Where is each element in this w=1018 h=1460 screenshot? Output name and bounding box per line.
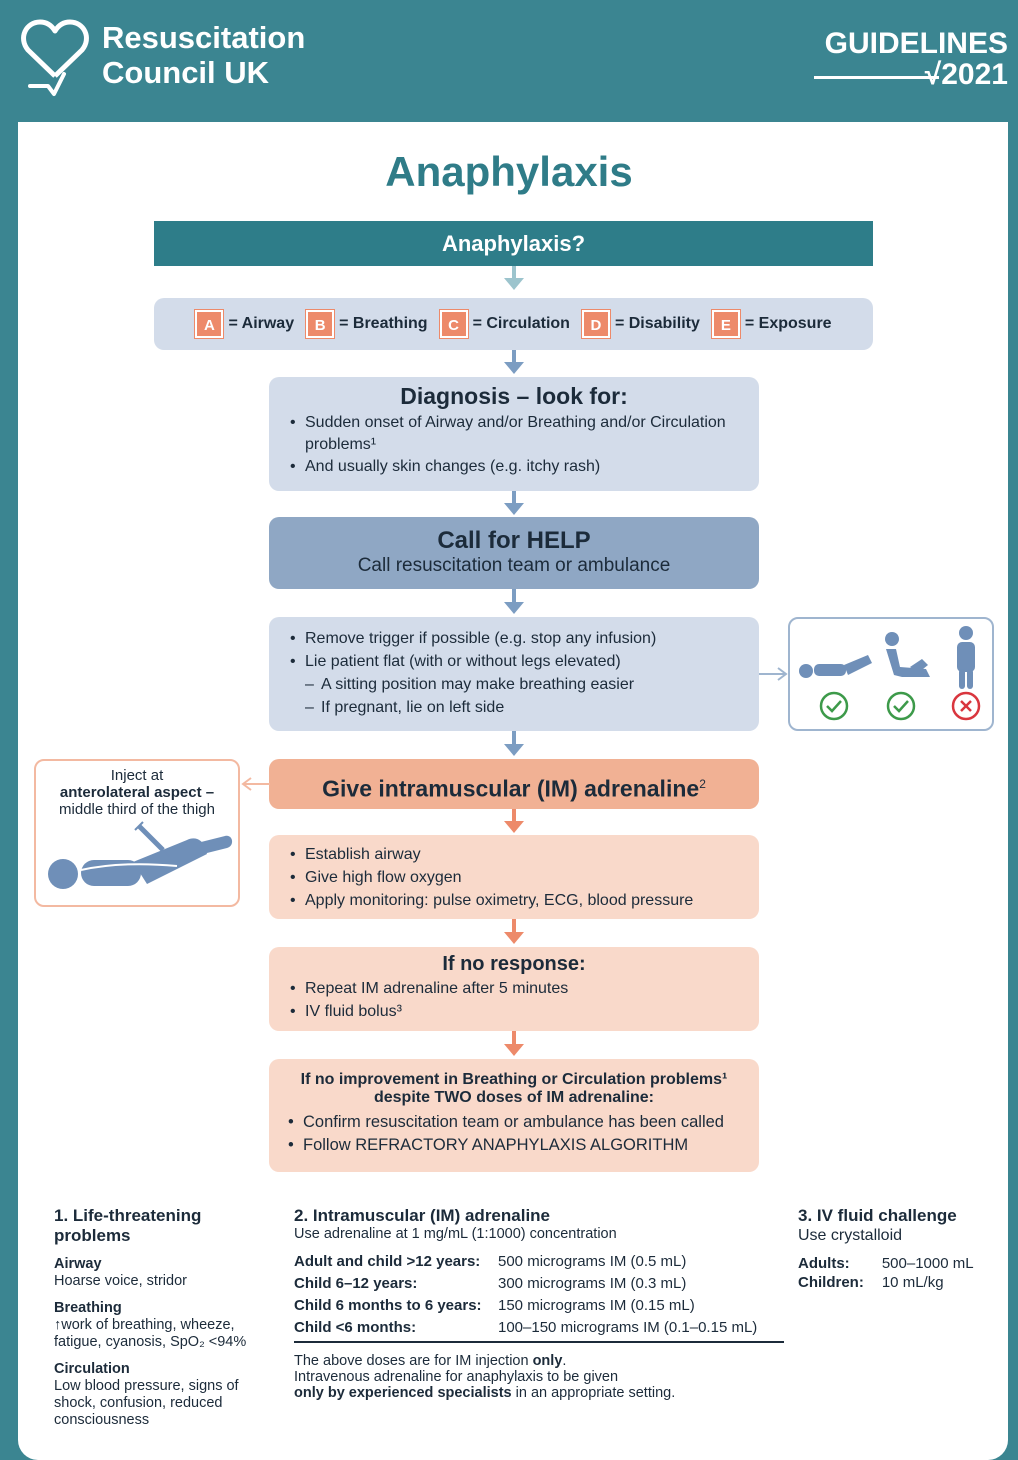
patient-positions-illustration: [799, 626, 981, 721]
circulation-label: Circulation: [54, 1361, 130, 1377]
flow-arrow: [504, 350, 524, 376]
footnote2-subheading: Use adrenaline at 1 mg/mL (1:1000) conce…: [294, 1226, 617, 1242]
adrenaline-heading: Give intramuscular (IM) adrenaline: [322, 775, 700, 802]
footnote-life-threatening: 1. Life-threatening problems Airway Hoar…: [54, 1206, 274, 1429]
no-improvement-heading: If no improvement in Breathing or Circul…: [300, 1071, 728, 1106]
heart-check-icon: [21, 19, 89, 96]
footnote1-heading: 1. Life-threatening problems: [54, 1206, 202, 1245]
call-help-text: Call resuscitation team or ambulance: [357, 555, 671, 576]
flow-arrow: [504, 589, 524, 616]
footnote3-subheading: Use crystalloid: [798, 1227, 903, 1244]
table-row: Child 6–12 years:300 micrograms IM (0.3 …: [294, 1275, 687, 1292]
flow-arrow: [504, 1031, 524, 1058]
inject-line1: Inject at: [110, 767, 164, 784]
establish-box: Establish airway Give high flow oxygen A…: [269, 835, 759, 919]
diagnosis-item: Sudden onset of Airway and/or Breathing …: [279, 412, 749, 456]
header: Resuscitation Council UK GUIDELINES √202…: [0, 0, 1018, 122]
inject-line2: anterolateral aspect –: [59, 784, 215, 801]
patient-positions-box: [788, 617, 994, 731]
check-tick-icon: √: [924, 58, 942, 91]
guidelines-underline: [814, 76, 939, 79]
table-row: Adult and child >12 years:500 micrograms…: [294, 1253, 687, 1270]
table-row: Adults:500–1000 mL: [798, 1255, 974, 1272]
abcde-item-a: A= Airway: [195, 310, 294, 338]
org-name-line2: Council UK: [102, 55, 270, 90]
abcde-item-c: C= Circulation: [439, 310, 570, 338]
thigh-injection-illustration: [48, 821, 233, 889]
flow-arrow: [504, 809, 524, 835]
flow-arrow: [504, 731, 524, 758]
iv-fluid-table: Adults:500–1000 mL Children:10 mL/kg: [798, 1254, 992, 1292]
dose-notes: The above doses are for IM injection onl…: [294, 1353, 676, 1401]
org-name: Resuscitation Council UK: [102, 20, 305, 90]
no-improvement-item: Confirm resuscitation team or ambulance …: [277, 1111, 751, 1134]
abcde-item-d: D= Disability: [581, 310, 700, 338]
no-response-heading: If no response:: [442, 953, 586, 975]
action-subitem: If pregnant, lie on left side: [279, 696, 749, 719]
circulation-text: Low blood pressure, signs of shock, conf…: [54, 1378, 239, 1428]
airway-text: Hoarse voice, stridor: [54, 1273, 187, 1289]
footnote2-heading: 2. Intramuscular (IM) adrenaline: [294, 1206, 551, 1225]
flow-arrow: [504, 919, 524, 946]
establish-item: Apply monitoring: pulse oximetry, ECG, b…: [279, 889, 749, 912]
table-row: Child <6 months:100–150 micrograms IM (0…: [294, 1317, 784, 1343]
call-help-box: Call for HELP Call resuscitation team or…: [269, 517, 759, 589]
inject-line3: middle third of the thigh: [59, 801, 215, 818]
breathing-text: ↑work of breathing, wheeze, fatigue, cya…: [54, 1317, 247, 1350]
action-item: Lie patient flat (with or without legs e…: [279, 650, 749, 673]
diagnosis-box: Diagnosis – look for: Sudden onset of Ai…: [269, 377, 759, 491]
check-ok-icon: [819, 691, 849, 721]
establish-item: Give high flow oxygen: [279, 866, 749, 889]
table-row: Child 6 months to 6 years:150 micrograms…: [294, 1297, 695, 1314]
anaphylaxis-question: Anaphylaxis?: [154, 221, 873, 266]
adrenaline-ref: 2: [699, 777, 706, 791]
lying-legs-raised-icon: [799, 655, 872, 678]
no-improvement-item: Follow REFRACTORY ANAPHYLAXIS ALGORITHM: [277, 1134, 751, 1157]
no-response-box: If no response: Repeat IM adrenaline aft…: [269, 947, 759, 1031]
no-response-item: IV fluid bolus³: [279, 1000, 749, 1023]
standing-icon: [957, 626, 975, 689]
page-title: Anaphylaxis: [385, 148, 633, 195]
diagnosis-item: And usually skin changes (e.g. itchy ras…: [279, 456, 749, 478]
left-arrow-icon: [241, 777, 270, 791]
action-item: Remove trigger if possible (e.g. stop an…: [279, 627, 749, 650]
side-arrow-icon: [759, 667, 788, 681]
diagnosis-heading: Diagnosis – look for:: [400, 383, 628, 409]
dose-table: Adult and child >12 years:500 micrograms…: [294, 1251, 784, 1343]
sitting-icon: [885, 632, 930, 677]
org-name-line1: Resuscitation: [102, 20, 306, 55]
action-subitem: A sitting position may make breathing ea…: [279, 673, 749, 696]
footnote-im-adrenaline: 2. Intramuscular (IM) adrenaline Use adr…: [294, 1206, 784, 1401]
table-row: Children:10 mL/kg: [798, 1274, 944, 1291]
cross-not-ok-icon: [951, 691, 981, 721]
establish-item: Establish airway: [279, 843, 749, 866]
initial-actions-box: Remove trigger if possible (e.g. stop an…: [269, 617, 759, 731]
guidelines-label: GUIDELINES: [824, 27, 1008, 60]
syringe-icon: [134, 821, 170, 857]
abcde-bar: A= Airway B= Breathing C= Circulation D=…: [154, 298, 873, 350]
footnote3-heading: 3. IV fluid challenge: [798, 1206, 957, 1225]
breathing-label: Breathing: [54, 1300, 122, 1316]
flow-arrow: [504, 491, 524, 517]
give-adrenaline-box: Give intramuscular (IM) adrenaline2: [269, 759, 759, 809]
injection-site-box: Inject at anterolateral aspect – middle …: [34, 759, 240, 907]
no-response-item: Repeat IM adrenaline after 5 minutes: [279, 977, 749, 1000]
check-ok-icon: [886, 691, 916, 721]
footnote-iv-fluid: 3. IV fluid challenge Use crystalloid Ad…: [798, 1206, 998, 1292]
guidelines-badge: GUIDELINES √2021: [825, 28, 1008, 90]
abcde-item-e: E= Exposure: [711, 310, 832, 338]
call-help-heading: Call for HELP: [437, 527, 591, 554]
flow-arrow: [504, 266, 524, 292]
abcde-item-b: B= Breathing: [306, 310, 428, 338]
airway-label: Airway: [54, 1256, 102, 1272]
guidelines-year: √2021: [924, 58, 1008, 91]
no-improvement-box: If no improvement in Breathing or Circul…: [269, 1059, 759, 1172]
